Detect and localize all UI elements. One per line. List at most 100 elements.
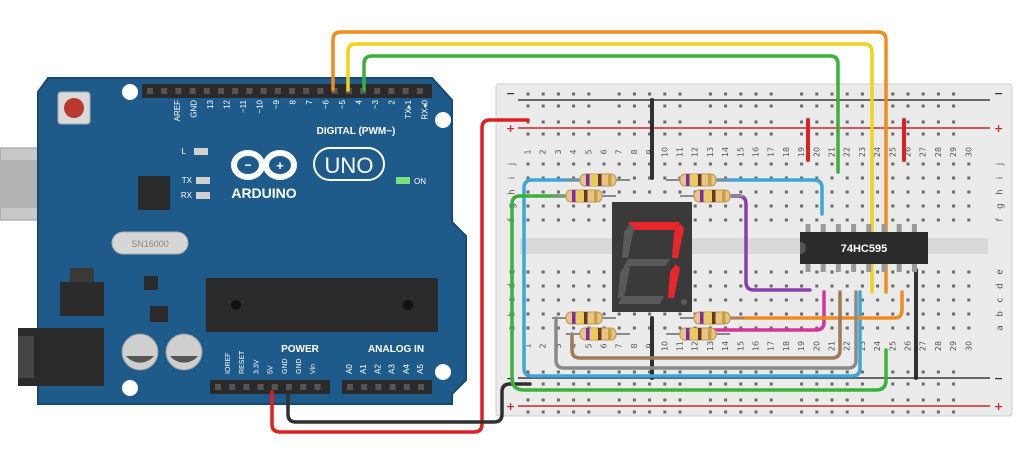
terminal-hole[interactable] — [784, 270, 788, 274]
rail-hole[interactable] — [526, 92, 530, 96]
terminal-hole[interactable] — [541, 204, 545, 208]
terminal-hole[interactable] — [906, 284, 910, 288]
terminal-hole[interactable] — [967, 312, 971, 316]
rail-hole[interactable] — [830, 382, 834, 386]
terminal-hole[interactable] — [800, 312, 804, 316]
rail-hole[interactable] — [830, 120, 834, 124]
terminal-hole[interactable] — [602, 190, 606, 194]
rail-hole[interactable] — [617, 104, 621, 108]
rail-hole[interactable] — [678, 104, 682, 108]
header-hole[interactable] — [161, 88, 168, 94]
rail-hole[interactable] — [830, 104, 834, 108]
terminal-hole[interactable] — [860, 284, 864, 288]
rail-hole[interactable] — [724, 370, 728, 374]
terminal-hole[interactable] — [845, 176, 849, 180]
header-hole[interactable] — [246, 88, 253, 94]
terminal-hole[interactable] — [526, 176, 530, 180]
rail-hole[interactable] — [936, 398, 940, 402]
header-hole[interactable] — [347, 384, 353, 390]
terminal-hole[interactable] — [556, 298, 560, 302]
terminal-hole[interactable] — [587, 218, 591, 222]
rail-hole[interactable] — [952, 132, 956, 136]
terminal-hole[interactable] — [754, 270, 758, 274]
header-hole[interactable] — [215, 384, 221, 390]
terminal-hole[interactable] — [815, 270, 819, 274]
rail-hole[interactable] — [663, 398, 667, 402]
header-hole[interactable] — [418, 384, 424, 390]
rail-hole[interactable] — [678, 370, 682, 374]
rail-hole[interactable] — [769, 398, 773, 402]
terminal-hole[interactable] — [678, 326, 682, 330]
terminal-hole[interactable] — [602, 162, 606, 166]
rail-hole[interactable] — [541, 370, 545, 374]
terminal-hole[interactable] — [876, 204, 880, 208]
rail-hole[interactable] — [678, 92, 682, 96]
header-hole[interactable] — [374, 88, 381, 94]
terminal-hole[interactable] — [967, 326, 971, 330]
terminal-hole[interactable] — [708, 162, 712, 166]
terminal-hole[interactable] — [541, 190, 545, 194]
rail-hole[interactable] — [648, 92, 652, 96]
terminal-hole[interactable] — [921, 312, 925, 316]
rail-hole[interactable] — [860, 398, 864, 402]
terminal-hole[interactable] — [724, 218, 728, 222]
terminal-hole[interactable] — [678, 162, 682, 166]
terminal-hole[interactable] — [952, 162, 956, 166]
rail-hole[interactable] — [617, 382, 621, 386]
terminal-hole[interactable] — [663, 326, 667, 330]
header-hole[interactable] — [203, 88, 210, 94]
rail-hole[interactable] — [800, 398, 804, 402]
terminal-hole[interactable] — [678, 312, 682, 316]
rail-hole[interactable] — [739, 132, 743, 136]
terminal-hole[interactable] — [906, 176, 910, 180]
terminal-hole[interactable] — [815, 218, 819, 222]
header-hole[interactable] — [286, 384, 292, 390]
rail-hole[interactable] — [800, 382, 804, 386]
terminal-hole[interactable] — [587, 270, 591, 274]
rail-hole[interactable] — [815, 398, 819, 402]
rail-hole[interactable] — [663, 382, 667, 386]
rail-hole[interactable] — [572, 382, 576, 386]
rail-hole[interactable] — [708, 92, 712, 96]
header-hole[interactable] — [331, 88, 338, 94]
terminal-hole[interactable] — [556, 284, 560, 288]
rail-hole[interactable] — [526, 410, 530, 414]
header-hole[interactable] — [388, 88, 395, 94]
header-hole[interactable] — [361, 384, 368, 390]
terminal-hole[interactable] — [556, 312, 560, 316]
terminal-hole[interactable] — [921, 326, 925, 330]
terminal-hole[interactable] — [587, 162, 591, 166]
rail-hole[interactable] — [724, 92, 728, 96]
terminal-hole[interactable] — [526, 270, 530, 274]
terminal-hole[interactable] — [876, 312, 880, 316]
terminal-hole[interactable] — [876, 298, 880, 302]
terminal-hole[interactable] — [906, 204, 910, 208]
terminal-hole[interactable] — [967, 270, 971, 274]
terminal-hole[interactable] — [769, 176, 773, 180]
terminal-hole[interactable] — [830, 312, 834, 316]
terminal-hole[interactable] — [784, 312, 788, 316]
terminal-hole[interactable] — [952, 270, 956, 274]
rail-hole[interactable] — [541, 120, 545, 124]
rail-hole[interactable] — [541, 410, 545, 414]
terminal-hole[interactable] — [617, 176, 621, 180]
terminal-hole[interactable] — [860, 218, 864, 222]
terminal-hole[interactable] — [556, 176, 560, 180]
terminal-hole[interactable] — [724, 284, 728, 288]
rail-hole[interactable] — [815, 104, 819, 108]
rail-hole[interactable] — [936, 120, 940, 124]
rail-hole[interactable] — [952, 104, 956, 108]
terminal-hole[interactable] — [602, 270, 606, 274]
rail-hole[interactable] — [556, 398, 560, 402]
terminal-hole[interactable] — [876, 162, 880, 166]
header-hole[interactable] — [260, 88, 267, 94]
terminal-hole[interactable] — [739, 326, 743, 330]
rail-hole[interactable] — [845, 92, 849, 96]
header-hole[interactable] — [274, 88, 281, 94]
terminal-hole[interactable] — [967, 204, 971, 208]
rail-hole[interactable] — [556, 370, 560, 374]
rail-hole[interactable] — [952, 92, 956, 96]
terminal-hole[interactable] — [845, 312, 849, 316]
rail-hole[interactable] — [754, 398, 758, 402]
rail-hole[interactable] — [678, 382, 682, 386]
